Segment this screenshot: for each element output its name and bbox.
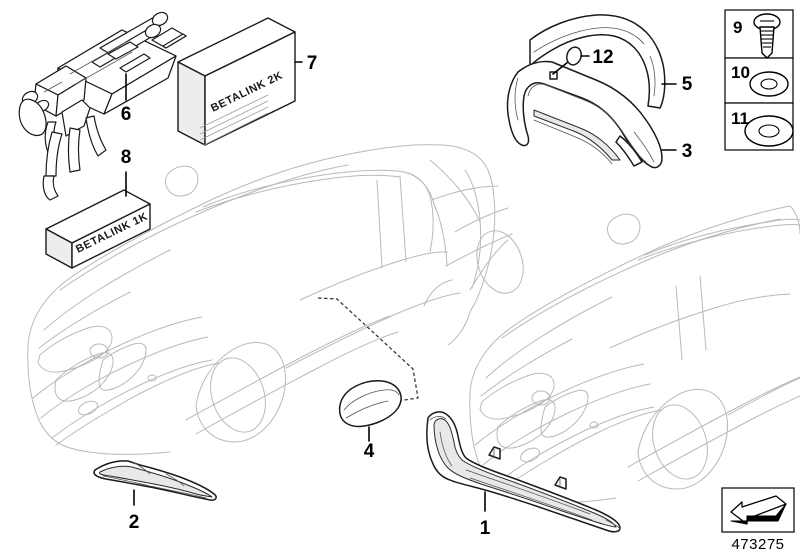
vehicle-outline-right — [429, 159, 800, 503]
betalink-2k-box: BETALINK 2K — [177, 17, 296, 146]
washer-small-icon — [749, 71, 789, 97]
vehicle-outline-left — [27, 144, 496, 455]
leader-line-4-dashed — [317, 297, 419, 405]
diagram-id-badge: 473275 — [721, 487, 795, 553]
hardware-number-9: 9 — [733, 18, 742, 37]
washer-large-icon — [744, 115, 794, 147]
screw-icon — [753, 13, 781, 59]
callout-4: 4 — [364, 441, 375, 462]
leader-line-12-stem — [552, 61, 569, 75]
callout-1: 1 — [480, 518, 491, 539]
part-mirror-cap — [338, 380, 402, 428]
callout-5: 5 — [682, 74, 693, 95]
callout-3: 3 — [682, 141, 693, 162]
hardware-number-10: 10 — [731, 63, 750, 82]
part-spoiler-grommet — [552, 46, 590, 75]
part-rear-spoiler — [529, 14, 666, 109]
diagram-id-number: 473275 — [731, 536, 784, 553]
betalink-1k-box: BETALINK 1K — [45, 189, 151, 269]
part-front-spoiler-lip — [426, 411, 621, 533]
part-front-lower-trim — [93, 460, 217, 501]
part-cartridge-applicator-gun — [18, 11, 187, 201]
callout-7: 7 — [307, 53, 318, 74]
callout-6: 6 — [121, 104, 132, 125]
callout-12: 12 — [592, 47, 613, 68]
callout-8: 8 — [121, 147, 132, 168]
hardware-panel: 9 10 11 — [724, 9, 794, 151]
hardware-number-11: 11 — [731, 109, 749, 128]
direction-arrow-icon — [730, 495, 787, 525]
part-rear-diffuser — [506, 60, 663, 169]
vehicle-outline-left-rear-detail — [431, 185, 524, 294]
callout-2: 2 — [129, 512, 140, 533]
